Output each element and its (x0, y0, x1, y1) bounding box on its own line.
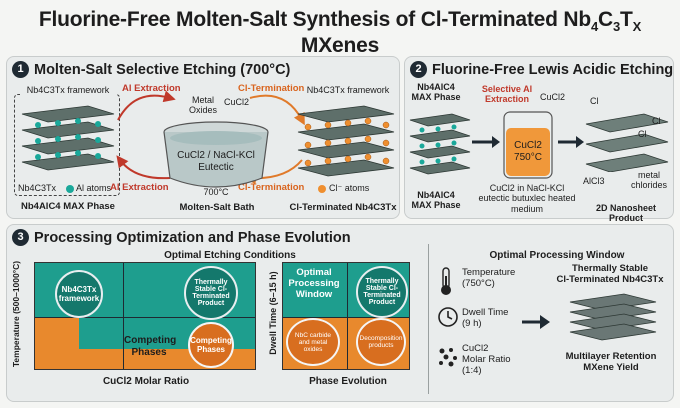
cl-termination-bottom: Cl-Termination (238, 182, 305, 193)
medium-label: CuCl2 in NaCl-KCl eutectic butuxlec heat… (478, 183, 576, 214)
max-top-label: Nb4AlC4 MAX Phase (411, 82, 461, 103)
competing-phases-circle: Competing Phases (188, 322, 234, 368)
competing-phases-text: Competing Phases (124, 335, 177, 358)
section-title: Processing Optimization and Phase Evolut… (34, 229, 351, 246)
alcl3-label: AlCl3 (583, 176, 605, 186)
temperature-setting: Temperature(750°C) (462, 267, 516, 289)
cl-label-2: Cl (652, 116, 661, 126)
multilayer-stack (569, 293, 657, 341)
process-arrows (472, 136, 584, 148)
nb-framework-circle: Nb4C3Tx framework (55, 270, 103, 318)
optimal-window-text: Optimal Processing Window (288, 267, 340, 300)
section-title: Fluorine-Free Lewis Acidic Etching (432, 61, 674, 78)
section-2-header: 2 Fluorine-Free Lewis Acidic Etching (410, 61, 673, 78)
decomposition-circle: Decomposition products (356, 318, 406, 366)
stable-product-circle: Thermally Stable Cl-Terminated Product (184, 266, 238, 320)
cl-label-1: Cl (590, 96, 599, 106)
selective-extraction: Selective Al Extraction (481, 84, 533, 105)
section-number: 1 (12, 61, 29, 78)
stable-product-circle-2: Thermally Stable Cl-Terminated Product (356, 266, 408, 318)
metal-oxides-label: Metal Oxides (188, 95, 217, 116)
page-title: Fluorine-Free Molten-Salt Synthesis of C… (38, 8, 642, 58)
framework-label: Nb4C3Tx framework (20, 85, 116, 96)
divider (428, 244, 429, 394)
al-extraction-top: Al Extraction (122, 83, 181, 94)
al-extraction-bottom: Al Extraction (110, 182, 169, 193)
result-arrow (522, 315, 550, 329)
dwell-setting: Dwell Time(9 h) (462, 307, 509, 329)
nanosheets (585, 113, 669, 172)
y-axis-1: Temperature (500–1000°C) (11, 260, 21, 368)
max-phase-stack (409, 113, 471, 175)
section-title: Molten-Salt Selective Etching (700°C) (34, 61, 291, 78)
molar-ratio-icon (439, 348, 457, 367)
conditions-title: Optimal Etching Conditions (164, 250, 296, 261)
thermometer-icon (441, 267, 451, 295)
right-framework-label: Nb4C3Tx framework (306, 85, 390, 95)
nanosheet-product-label: 2D Nanosheet Product (595, 203, 657, 224)
section-number: 3 (12, 229, 29, 246)
metal-chlorides-label: metal chlorides (630, 170, 668, 191)
section-3-header: 3 Processing Optimization and Phase Evol… (12, 229, 351, 246)
max-phase-layers (21, 105, 115, 171)
x-axis-2: Phase Evolution (309, 376, 387, 387)
nbc-circle: NbC carbide and metal oxides (286, 318, 340, 366)
section-number: 2 (410, 61, 427, 78)
molten-salt-bath (163, 121, 269, 188)
max-phase-label: Nb4AlC4 MAX Phase (21, 201, 115, 212)
cl-atom-icon (318, 185, 326, 193)
cl-terminated-layers (297, 105, 395, 177)
cl-label-3: Cl (638, 129, 647, 139)
x-axis-1: CuCl2 Molar Ratio (102, 376, 190, 387)
max-bottom-label: Nb4AlC4 MAX Phase (411, 190, 461, 211)
cl-product-label: Cl-Terminated Nb4C3Tx (289, 202, 397, 213)
legend-al: Al atoms (76, 183, 112, 193)
al-atom-icon (66, 185, 74, 193)
beaker (503, 111, 553, 179)
cl-atoms-legend: Cl⁻ atoms (329, 183, 370, 193)
window-title: Optimal Processing Window (489, 250, 625, 261)
y-axis-2: Dwell Time (6–15 h) (268, 271, 278, 355)
cucl2-label: CuCl2 (224, 97, 250, 107)
bath-temperature: 700°C (203, 187, 229, 197)
bath-label: Molten-Salt Bath (179, 202, 255, 213)
clock-icon (438, 307, 458, 327)
legend-nb: Nb4C3Tx (18, 183, 57, 193)
cl-termination-top: Cl-Termination (238, 83, 305, 94)
cucl2-label-2: CuCl2 (540, 92, 566, 102)
section-1-header: 1 Molten-Salt Selective Etching (700°C) (12, 61, 290, 78)
